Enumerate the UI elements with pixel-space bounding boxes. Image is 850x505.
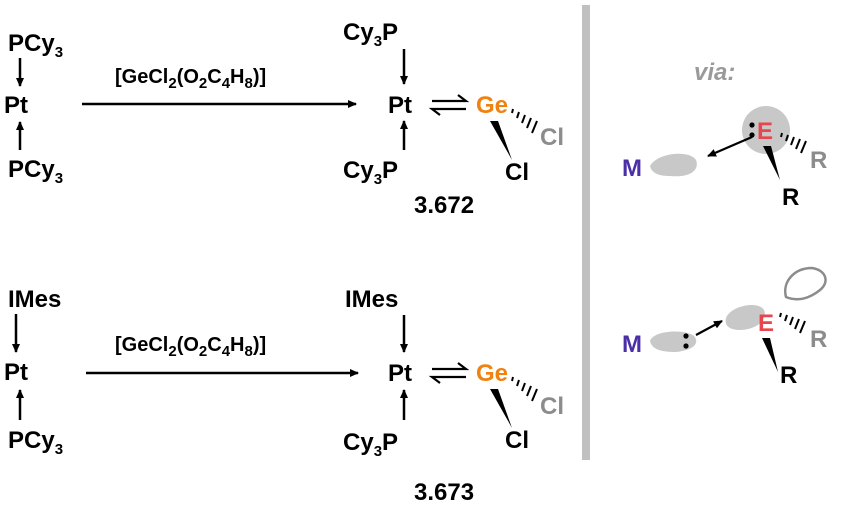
via-top-r-back: R bbox=[810, 147, 827, 174]
top-wedge-bond bbox=[490, 121, 512, 160]
bottom-reactant: IMes Pt PCy3 bbox=[4, 286, 63, 458]
top-reagent-label: [GeCl2(O2C4H8)] bbox=[115, 66, 266, 92]
top-product-cl-back: Cl bbox=[540, 124, 564, 151]
top-product-cl-front: Cl bbox=[505, 159, 529, 186]
via-top-lone-pair-orbital bbox=[742, 106, 790, 154]
bottom-reactant-metal: Pt bbox=[4, 359, 28, 386]
top-reactant-ligand-top: PCy3 bbox=[8, 30, 63, 61]
bottom-product-metal: Pt bbox=[388, 360, 412, 387]
bottom-hashed-bond bbox=[511, 376, 538, 402]
bottom-reactant-ligand-top: IMes bbox=[8, 286, 61, 313]
via-top-mechanism: M E R R bbox=[622, 106, 827, 211]
via-bottom-donation-arrow bbox=[695, 320, 723, 336]
bottom-equilibrium-arrows bbox=[428, 362, 470, 384]
top-hashed-bond bbox=[511, 108, 538, 134]
bottom-compound-number: 3.673 bbox=[414, 479, 474, 505]
bottom-product-germanium: Ge bbox=[476, 360, 508, 387]
via-bottom-metal: M bbox=[622, 331, 642, 358]
via-bottom-metal-lobe bbox=[650, 331, 697, 352]
bottom-wedge-bond bbox=[490, 389, 512, 428]
via-top-metal-lobe bbox=[650, 153, 697, 177]
via-label: via: bbox=[694, 59, 735, 86]
top-product-ligand-top: Cy3P bbox=[343, 19, 398, 50]
bottom-reactant-ligand-bottom: PCy3 bbox=[8, 427, 63, 458]
via-bottom-r-front: R bbox=[780, 362, 797, 389]
via-bottom-element: E bbox=[758, 310, 774, 337]
via-top-lone-pair-dot bbox=[749, 132, 755, 138]
panel-divider bbox=[582, 5, 590, 460]
via-top-r-front: R bbox=[782, 184, 799, 211]
top-reactant-metal: Pt bbox=[4, 92, 28, 119]
top-compound-number: 3.672 bbox=[414, 192, 474, 219]
bottom-product-cl-back: Cl bbox=[540, 393, 564, 420]
via-top-metal: M bbox=[622, 155, 642, 182]
via-bottom-hashed-bond bbox=[779, 312, 806, 334]
via-bottom-wedge-bond bbox=[762, 338, 778, 372]
bottom-product-cl-front: Cl bbox=[505, 427, 529, 454]
top-product-germanium: Ge bbox=[476, 92, 508, 119]
top-product-metal: Pt bbox=[388, 92, 412, 119]
bottom-product: IMes Pt Cy3P Ge Cl Cl 3.673 bbox=[343, 286, 564, 505]
top-reagent: [GeCl2(O2C4H8)] bbox=[82, 66, 357, 108]
top-reactant: PCy3 Pt PCy3 bbox=[4, 30, 63, 187]
via-top-hashed-bond bbox=[780, 132, 807, 154]
top-equilibrium-arrows bbox=[428, 94, 470, 116]
top-product: Cy3P Pt Cy3P Ge Cl Cl 3.672 bbox=[343, 19, 564, 219]
via-bottom-lone-pair-dot bbox=[683, 343, 689, 349]
top-reactant-ligand-bottom: PCy3 bbox=[8, 156, 63, 187]
top-product-ligand-bottom: Cy3P bbox=[343, 157, 398, 188]
bottom-product-ligand-bottom: Cy3P bbox=[343, 429, 398, 460]
via-bottom-acceptor-orbital bbox=[725, 304, 765, 330]
via-top-lone-pair-dot bbox=[749, 122, 755, 128]
via-top-donation-arrow bbox=[707, 135, 753, 158]
via-top-wedge-bond bbox=[763, 146, 780, 180]
via-top-element: E bbox=[757, 118, 773, 145]
bottom-reagent-label: [GeCl2(O2C4H8)] bbox=[115, 334, 266, 360]
via-bottom-lone-pair-dot bbox=[683, 333, 689, 339]
via-bottom-mechanism: M E R R bbox=[622, 266, 827, 389]
bottom-product-ligand-top: IMes bbox=[345, 286, 398, 313]
via-bottom-empty-orbital bbox=[783, 266, 827, 301]
bottom-reagent: [GeCl2(O2C4H8)] bbox=[86, 334, 359, 377]
via-bottom-r-back: R bbox=[810, 326, 827, 353]
